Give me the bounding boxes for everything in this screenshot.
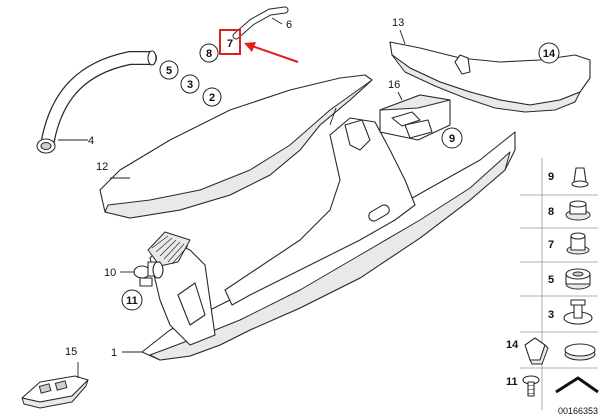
- svg-text:9: 9: [449, 133, 455, 145]
- legend-part-11: [522, 375, 540, 397]
- callout-13: 13: [392, 17, 404, 29]
- legend-part-disc: [564, 343, 596, 361]
- legend-label-14: 14: [506, 339, 519, 351]
- legend-label-11: 11: [506, 376, 518, 388]
- svg-text:7: 7: [227, 38, 233, 50]
- diagram-id: 00166353: [558, 406, 598, 416]
- legend-label-5: 5: [548, 274, 554, 286]
- callout-11: 11: [121, 289, 143, 311]
- callout-3: 3: [180, 74, 200, 94]
- svg-text:3: 3: [187, 79, 193, 91]
- callout-2: 2: [202, 87, 222, 107]
- legend-part-strip: [555, 376, 599, 394]
- callout-14: 14: [538, 42, 560, 64]
- callout-10: 10: [104, 267, 116, 279]
- part-4-hose: [36, 50, 157, 154]
- legend-part-8: [565, 200, 591, 221]
- leader-lines: [58, 17, 406, 378]
- legend-part-14: [524, 337, 549, 365]
- part-6-pipe: [232, 6, 289, 40]
- highlight-marker: [219, 29, 299, 63]
- svg-text:11: 11: [126, 295, 138, 307]
- legend-label-3: 3: [548, 309, 554, 321]
- part-13-trim: [389, 41, 591, 113]
- svg-text:2: 2: [209, 92, 215, 104]
- part-15-grill: [21, 375, 89, 409]
- part-12-panel: [99, 74, 373, 219]
- legend-label-9: 9: [548, 171, 554, 183]
- callout-16: 16: [388, 79, 400, 91]
- legend-part-5: [565, 268, 591, 290]
- callout-7-boxed: 7: [227, 38, 233, 50]
- callout-6: 6: [286, 19, 292, 31]
- svg-text:5: 5: [166, 65, 172, 77]
- legend-part-9: [571, 167, 589, 188]
- svg-text:8: 8: [206, 48, 212, 60]
- callout-4: 4: [88, 135, 94, 147]
- legend-label-7: 7: [548, 239, 554, 251]
- part-10-clip: [133, 261, 164, 287]
- callout-9: 9: [441, 127, 463, 149]
- legend-label-8: 8: [548, 206, 554, 218]
- legend-column: 9 8 7 5 3 14 11: [506, 158, 599, 410]
- svg-text:14: 14: [543, 48, 556, 60]
- part-16-bracket: [379, 94, 451, 141]
- part-1-panel: [141, 117, 516, 361]
- legend-part-7: [566, 232, 590, 255]
- callout-12: 12: [96, 161, 108, 173]
- callout-5: 5: [159, 60, 179, 80]
- callout-1: 1: [111, 347, 117, 359]
- callout-15: 15: [65, 346, 77, 358]
- legend-part-3: [563, 299, 593, 325]
- callout-8: 8: [199, 43, 219, 63]
